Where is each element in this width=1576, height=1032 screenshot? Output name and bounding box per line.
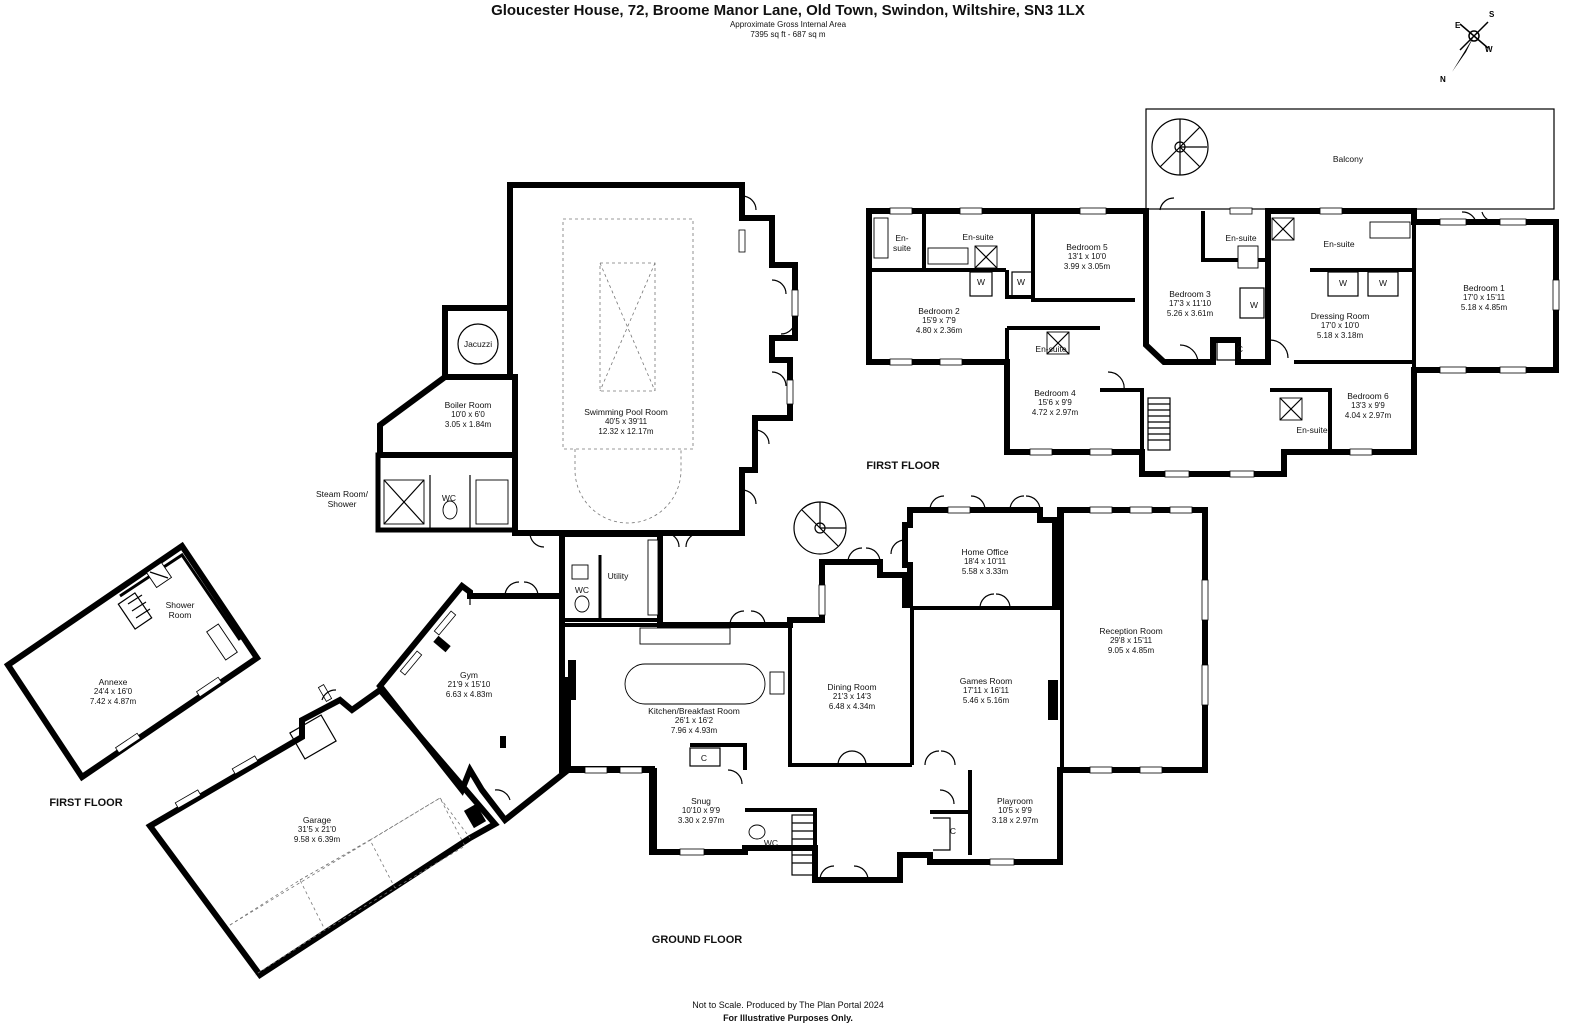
compass-n-letter: N — [1440, 75, 1446, 84]
compass-e-letter: E — [1455, 21, 1461, 30]
area-value: 7395 sq ft - 687 sq m — [750, 30, 826, 39]
ground-floor-label: GROUND FLOOR — [651, 934, 743, 946]
wardrobe-label-5: W — [1378, 278, 1388, 288]
cupboard-label-kitchen: C — [700, 753, 708, 763]
utility-label: Utility — [607, 571, 629, 581]
compass-s-letter: S — [1489, 10, 1495, 19]
first-floor-main-plan — [866, 108, 1560, 478]
wc-label-utility: WC — [574, 585, 590, 595]
scale-note: Not to Scale. Produced by The Plan Porta… — [692, 1000, 884, 1010]
wardrobe-label-4: W — [1338, 278, 1348, 288]
wardrobe-label-3: W — [1249, 300, 1259, 310]
cupboard-label-playroom: C — [949, 826, 957, 836]
property-title: Gloucester House, 72, Broome Manor Lane,… — [491, 2, 1085, 19]
area-label: Approximate Gross Internal Area — [729, 20, 847, 29]
disclaimer: For Illustrative Purposes Only. — [723, 1013, 853, 1023]
wardrobe-label-2: W — [1016, 277, 1026, 287]
ground-floor-main-plan — [529, 495, 1209, 883]
wc-label-pool: WC — [441, 493, 457, 503]
ensuite-a-label: En-suite — [893, 233, 911, 253]
gym-plan — [376, 581, 571, 825]
compass-icon: E S W N — [1440, 10, 1495, 84]
wc-label-hall: WC — [763, 838, 779, 848]
annexe-plan — [3, 541, 262, 782]
ensuite-b-label: En-suite — [962, 232, 994, 242]
ensuite-d-label: En-suite — [1225, 233, 1257, 243]
jacuzzi-label: Jacuzzi — [463, 339, 493, 349]
cupboard-label-1: C — [1236, 344, 1244, 354]
first-floor-main-label: FIRST FLOOR — [866, 460, 940, 472]
ensuite-c-label: En-suite — [1035, 344, 1067, 354]
compass-w-letter: W — [1485, 45, 1493, 54]
ensuite-f-label: En-suite — [1296, 425, 1328, 435]
garage-plan — [145, 684, 511, 980]
first-floor-annexe-label: FIRST FLOOR — [49, 797, 123, 809]
ensuite-e-label: En-suite — [1323, 239, 1355, 249]
leisure-wing-plan — [375, 182, 799, 536]
balcony-label: Balcony — [1332, 154, 1364, 164]
steam-room-label: Steam Room/Shower — [316, 489, 368, 509]
wardrobe-label-1: W — [976, 277, 986, 287]
